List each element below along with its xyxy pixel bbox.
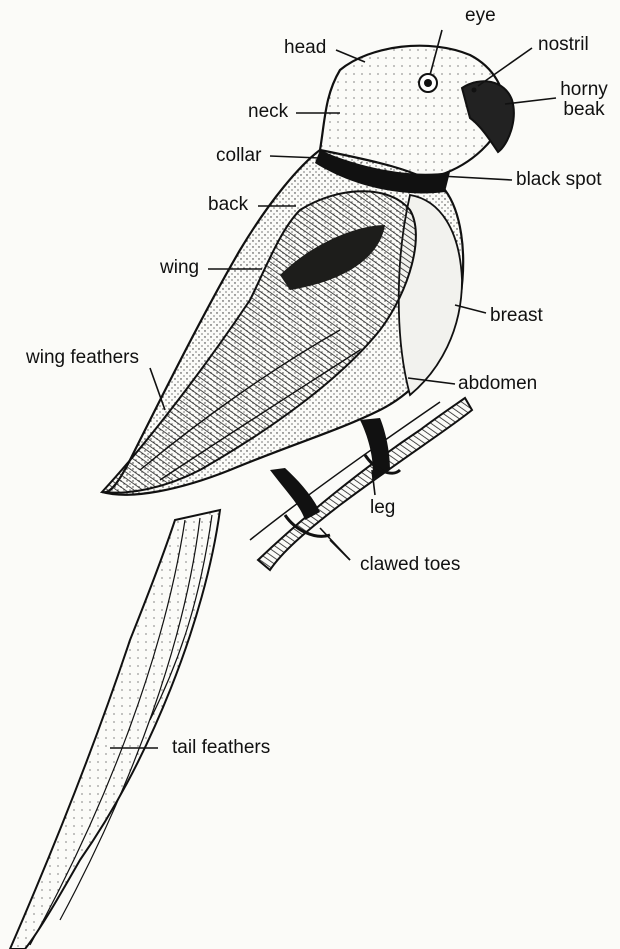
- label-clawed-toes: clawed toes: [360, 555, 460, 575]
- label-tail-feathers: tail feathers: [172, 738, 270, 758]
- label-horny-beak: horny beak: [556, 80, 612, 120]
- label-nostril: nostril: [538, 35, 589, 55]
- label-back: back: [208, 195, 248, 215]
- label-leg: leg: [370, 498, 395, 518]
- label-horny-beak-line2: beak: [556, 100, 612, 120]
- label-eye: eye: [465, 6, 496, 26]
- label-horny-beak-line1: horny: [556, 80, 612, 100]
- label-collar: collar: [216, 146, 261, 166]
- leader-black-spot: [440, 176, 512, 180]
- label-abdomen: abdomen: [458, 374, 537, 394]
- tail: [10, 510, 220, 949]
- label-breast: breast: [490, 306, 543, 326]
- label-head: head: [284, 38, 326, 58]
- label-neck: neck: [248, 102, 288, 122]
- leader-clawed-toes-2: [330, 540, 350, 560]
- head: [315, 46, 514, 194]
- label-black-spot: black spot: [516, 170, 602, 190]
- label-wing-feathers: wing feathers: [26, 348, 139, 368]
- leader-head: [336, 50, 365, 62]
- label-wing: wing: [160, 258, 199, 278]
